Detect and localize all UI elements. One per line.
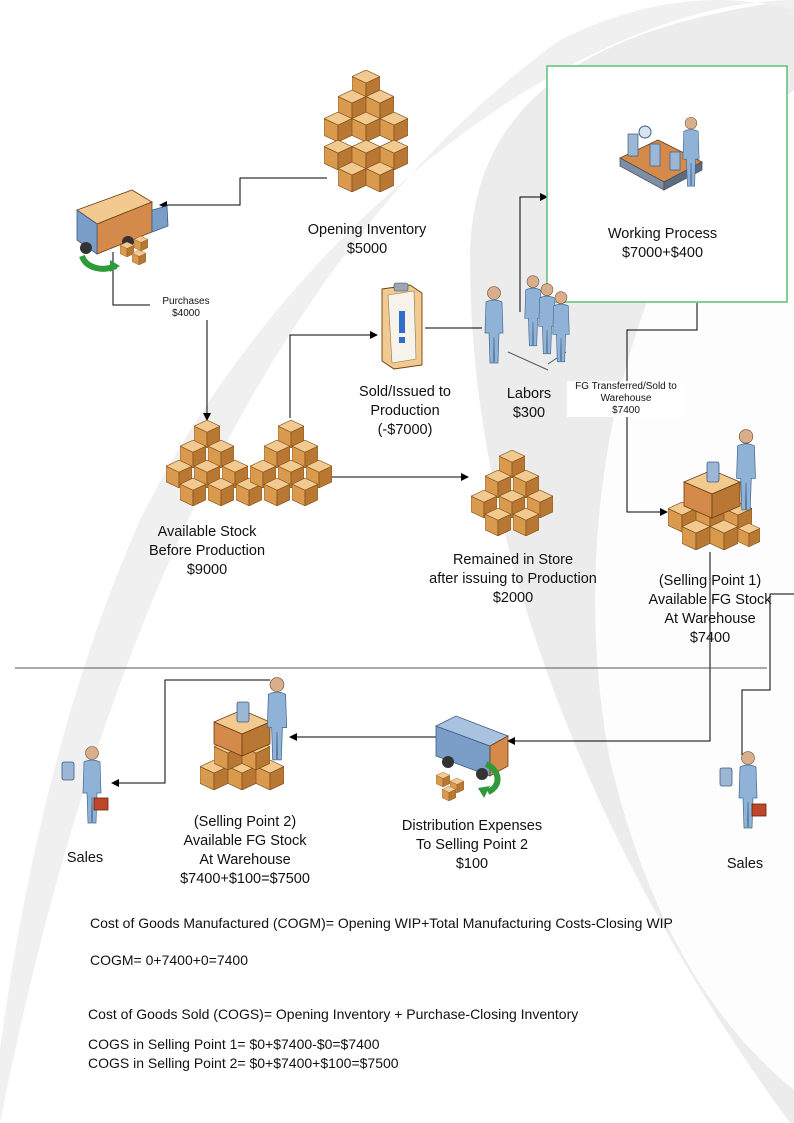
- connector-sp1-to-sales-right: [741, 593, 794, 755]
- connector-stock-to-clipboard: [289, 331, 378, 418]
- cogs-selling-point-1: COGS in Selling Point 1= $0+$7400-$0=$74…: [88, 1036, 380, 1052]
- remained-store-value: $2000: [492, 590, 534, 606]
- selling-point-1-line1: (Selling Point 1): [658, 573, 762, 589]
- purchases-label: Purchases $4000: [150, 296, 222, 320]
- labors-name: Labors: [506, 386, 552, 402]
- purchases-name: Purchases: [162, 296, 210, 307]
- cogm-calculation: COGM= 0+7400+0=7400: [90, 952, 249, 968]
- selling-point-2-value: $7400+$100=$7500: [180, 871, 310, 887]
- connector-opening-to-truck: [159, 177, 327, 209]
- fg-transferred-line1: FG Transferred/Sold to: [575, 381, 677, 392]
- opening-inventory-name: Opening Inventory: [307, 222, 427, 238]
- distribution-truck-icon: [434, 715, 509, 801]
- distribution-value: $100: [455, 856, 489, 872]
- opening-inventory-boxes-icon: [324, 70, 408, 192]
- sales-left-label: Sales: [55, 849, 115, 868]
- selling-point-1-label: (Selling Point 1) Available FG Stock At …: [630, 572, 790, 648]
- connector-labors-to-process: [519, 193, 548, 312]
- sold-issued-value: (-$7000): [377, 422, 433, 438]
- available-stock-label: Available Stock Before Production $9000: [132, 523, 282, 580]
- purchase-truck-icon: [76, 189, 169, 272]
- distribution-line1: Distribution Expenses: [401, 818, 543, 834]
- sales-right-label: Sales: [715, 855, 775, 874]
- remained-store-line2: after issuing to Production: [429, 571, 597, 587]
- cogm-definition: Cost of Goods Manufactured (COGM)= Openi…: [90, 915, 673, 931]
- available-stock-line1: Available Stock: [157, 524, 257, 540]
- selling-point-2-line2: Available FG Stock: [183, 833, 307, 849]
- connector-sp2-to-sales-left: [111, 679, 270, 787]
- sold-issued-line1: Sold/Issued to: [359, 384, 451, 400]
- working-process-value: $7000+$400: [621, 245, 704, 261]
- cogs-selling-point-2: COGS in Selling Point 2= $0+$7400+$100=$…: [88, 1055, 399, 1071]
- sold-issued-label: Sold/Issued to Production (-$7000): [335, 383, 475, 440]
- clipboard-icon: [381, 282, 423, 370]
- sales-left-name: Sales: [66, 850, 104, 866]
- selling-point-2-warehouse-icon: [200, 677, 288, 790]
- working-process-name: Working Process: [607, 226, 718, 242]
- fg-transferred-value: $7400: [612, 405, 640, 416]
- purchases-value: $4000: [172, 308, 200, 319]
- selling-point-2-line3: At Warehouse: [199, 852, 291, 868]
- selling-point-1-value: $7400: [689, 630, 731, 646]
- fg-transferred-label: FG Transferred/Sold to Warehouse $7400: [567, 381, 685, 417]
- connector-purchases-to-stock: [112, 252, 211, 421]
- opening-inventory-label: Opening Inventory $5000: [292, 221, 442, 259]
- remained-store-line1: Remained in Store: [452, 552, 574, 568]
- available-stock-line2: Before Production: [148, 543, 266, 559]
- connector-process-to-sp1: [626, 303, 698, 516]
- labors-value: $300: [512, 405, 546, 421]
- sales-person-right-icon: [719, 751, 767, 829]
- remained-store-label: Remained in Store after issuing to Produ…: [408, 551, 618, 608]
- selling-point-2-label: (Selling Point 2) Available FG Stock At …: [160, 813, 330, 889]
- connectors: [15, 177, 794, 787]
- sales-person-left-icon: [61, 746, 109, 824]
- distribution-label: Distribution Expenses To Selling Point 2…: [382, 817, 562, 874]
- connector-sp1-to-distribution: [507, 552, 711, 745]
- factory-worker-icon: [619, 116, 703, 191]
- labors-label: Labors $300: [492, 385, 566, 423]
- fg-transferred-line2: Warehouse: [600, 393, 652, 404]
- working-process-label: Working Process $7000+$400: [575, 225, 750, 263]
- selling-point-1-line3: At Warehouse: [664, 611, 756, 627]
- sold-issued-line2: Production: [370, 403, 440, 419]
- selling-point-2-line1: (Selling Point 2): [193, 814, 297, 830]
- selling-point-1-warehouse-icon: [668, 429, 760, 550]
- sales-right-name: Sales: [726, 856, 764, 872]
- cogs-definition: Cost of Goods Sold (COGS)= Opening Inven…: [88, 1006, 579, 1022]
- distribution-line2: To Selling Point 2: [415, 837, 529, 853]
- selling-point-1-line2: Available FG Stock: [648, 592, 772, 608]
- opening-inventory-value: $5000: [346, 241, 388, 257]
- available-stock-value: $9000: [186, 562, 228, 578]
